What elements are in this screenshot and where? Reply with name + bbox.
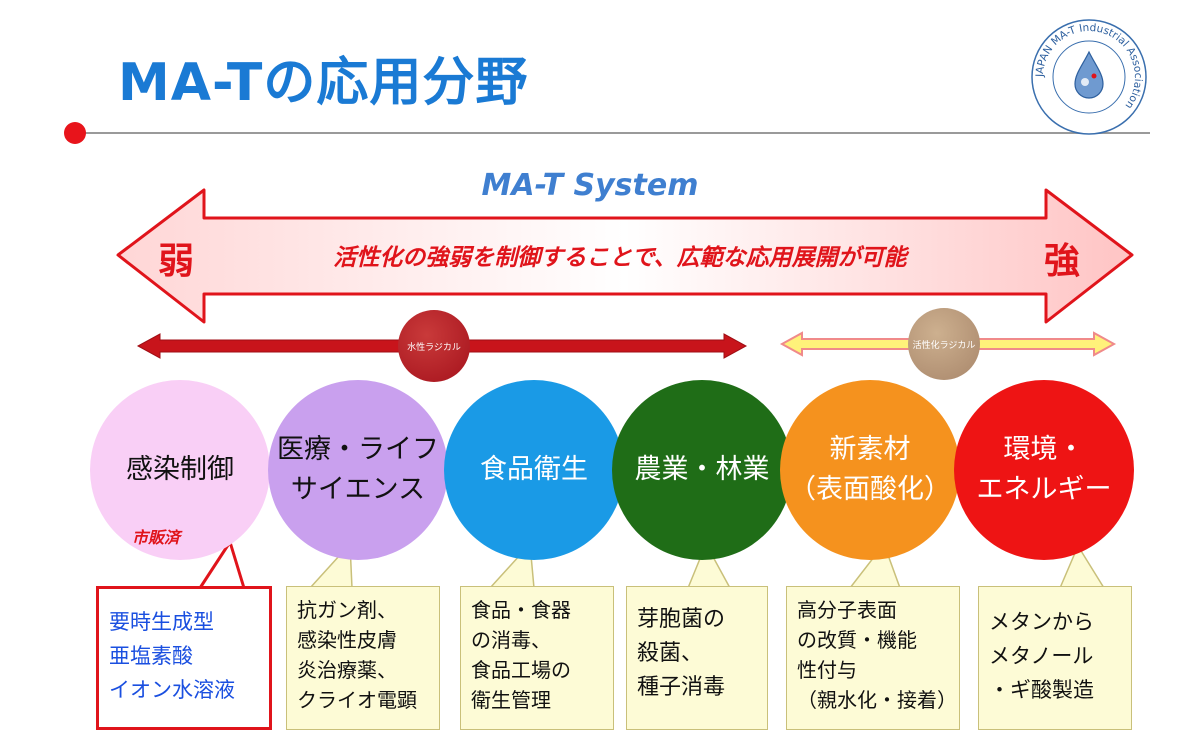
title-divider: [78, 132, 1150, 134]
field-medical-life-science: 医療・ライフ サイエンス: [268, 380, 448, 560]
association-logo: JAPAN MA-T Industrial Association: [1031, 19, 1147, 135]
field-environment-energy: 環境・ エネルギー: [954, 380, 1134, 560]
callout-food-hygiene: 食品・食器 の消毒、 食品工場の 衛生管理: [460, 586, 614, 730]
callout-new-materials: 高分子表面 の改質・機能 性付与 （親水化・接着）: [786, 586, 960, 730]
field-new-materials: 新素材 （表面酸化）: [780, 380, 960, 560]
arrow-description: 活性化の強弱を制御することで、広範な応用展開が可能: [333, 245, 907, 271]
field-agriculture-forestry: 農業・林業: [612, 380, 792, 560]
system-label: MA-T System: [481, 168, 699, 203]
title-bullet-dot: [64, 122, 86, 144]
strength-double-arrow: [116, 188, 1134, 324]
field-infection-control: 感染制御: [90, 380, 270, 560]
callout-infection-control: 要時生成型 亜塩素酸 イオン水溶液: [96, 586, 272, 730]
water-drop-icon: [1074, 50, 1104, 99]
callout-environment: メタンから メタノール ・ギ酸製造: [978, 586, 1132, 730]
field-food-hygiene: 食品衛生: [444, 380, 624, 560]
water-radical-ball: 水性ラジカル: [398, 310, 470, 382]
commercially-available-label: 市販済: [132, 528, 181, 547]
active-radical-ball: 活性化ラジカル: [908, 308, 980, 380]
strong-label: 強: [1044, 241, 1081, 282]
weak-label: 弱: [158, 241, 195, 282]
callout-agriculture: 芽胞菌の 殺菌、 種子消毒: [626, 586, 768, 730]
page-title: MA-Tの応用分野: [118, 53, 529, 113]
callout-medical: 抗ガン剤、 感染性皮膚 炎治療薬、 クライオ電顕: [286, 586, 440, 730]
